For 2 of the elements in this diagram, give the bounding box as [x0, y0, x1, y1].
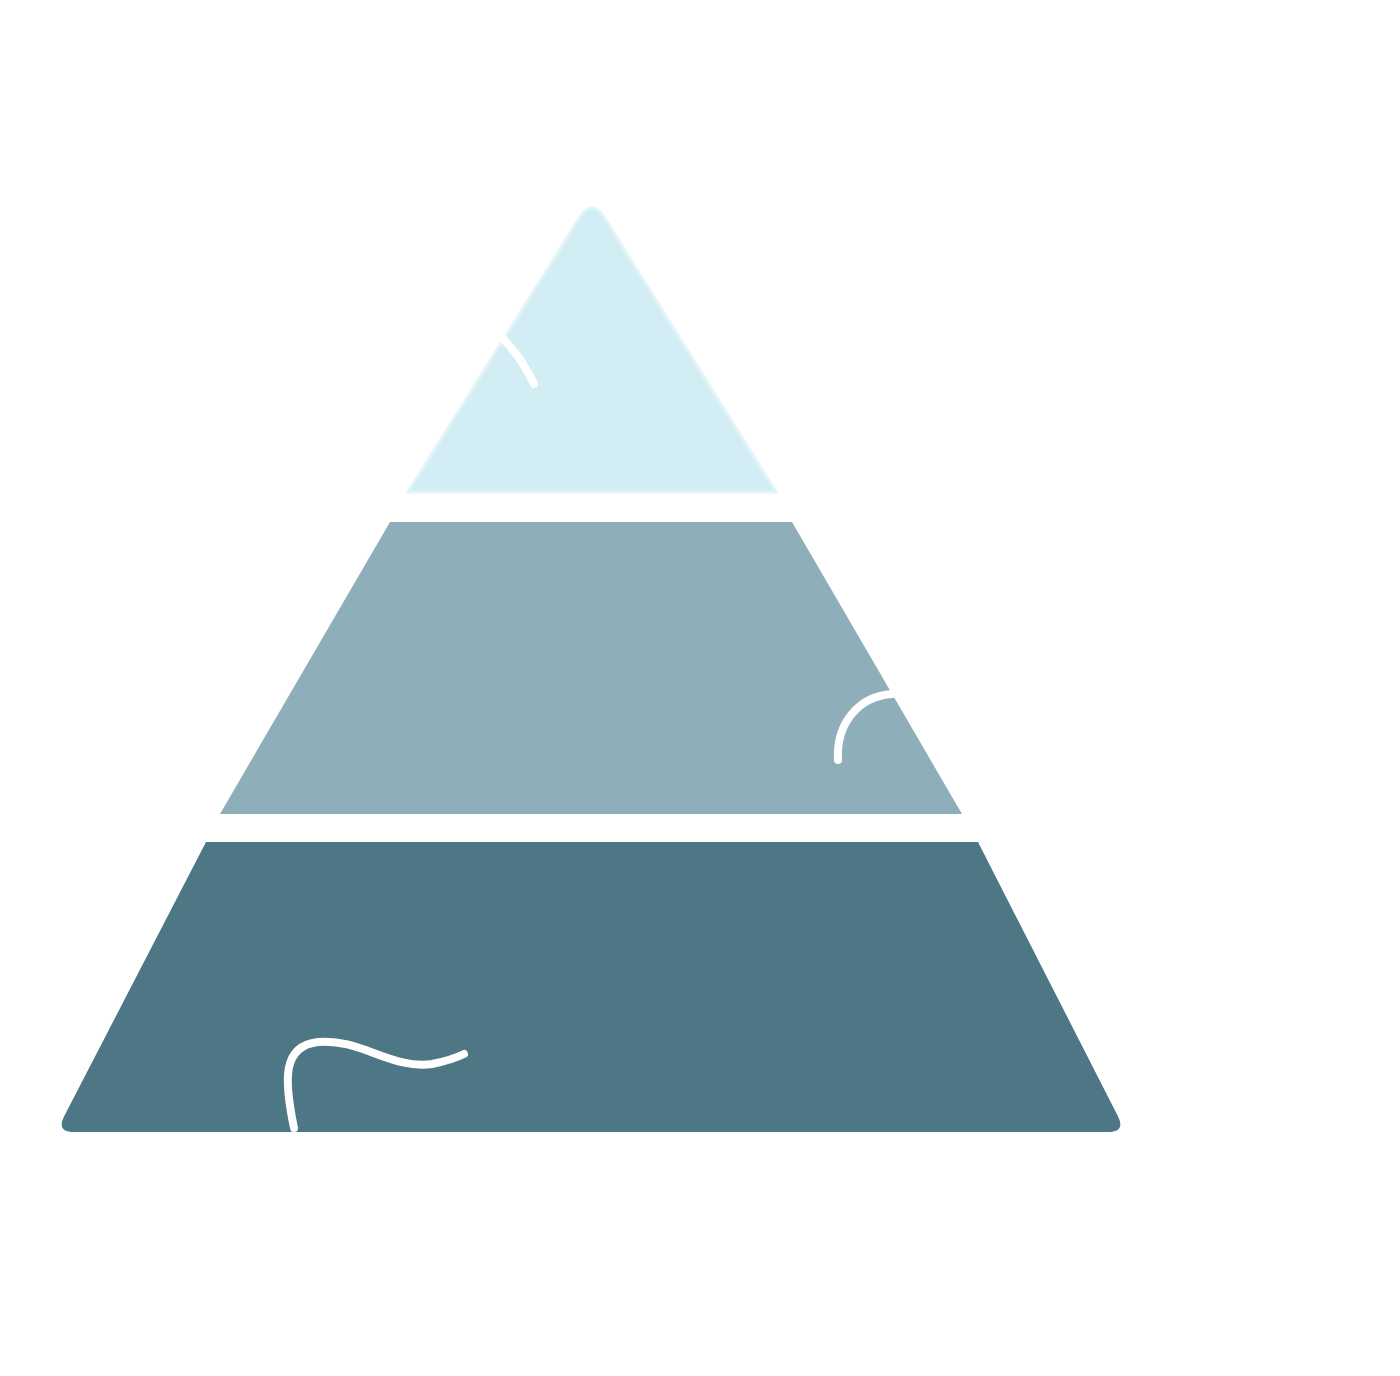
- pyramid-base-tier: [56, 842, 1126, 1132]
- pyramid-middle-tier: [220, 522, 962, 814]
